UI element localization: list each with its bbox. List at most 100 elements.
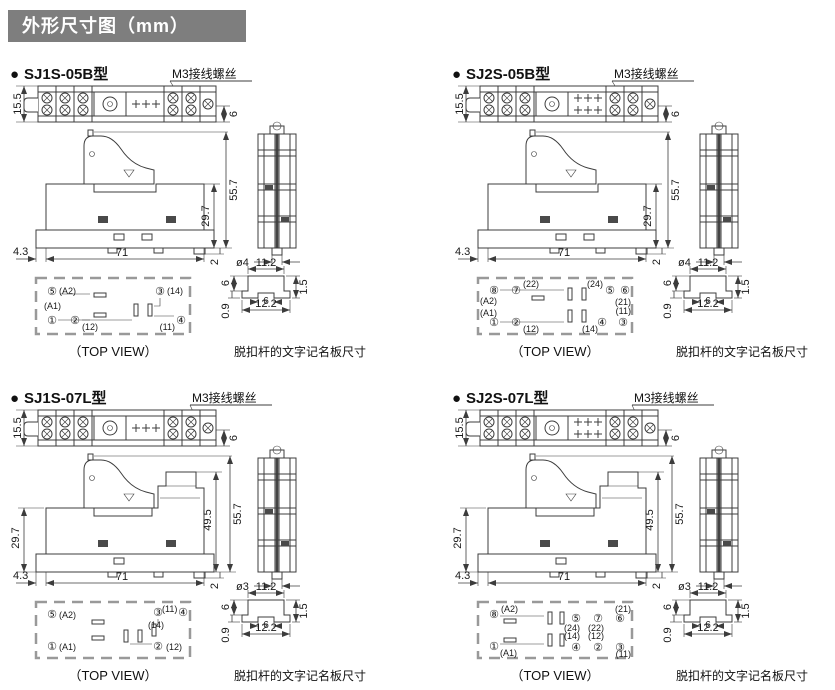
plate-bottom-width: 12.2 xyxy=(255,298,276,310)
terminal-label: (14) xyxy=(148,620,164,630)
dim-body-height: 29.7 xyxy=(452,527,464,548)
dim-strip-edge: 6 xyxy=(670,435,682,441)
dim-strip-edge: 6 xyxy=(228,435,240,441)
plate-top-width: 11.2 xyxy=(698,257,719,269)
dim-strip-height: 15.5 xyxy=(12,417,24,438)
terminal-label: (12) xyxy=(588,631,604,641)
terminal-sym: ① xyxy=(489,317,499,329)
dim-body-height: 29.7 xyxy=(10,527,22,548)
terminal-sym: ④ xyxy=(176,315,186,327)
terminal-label: (12) xyxy=(82,322,98,332)
drawing-sj2s-07l: ● SJ2S-07L型 M3接线螺丝 15.5 6 29.7 49.5 55.7… xyxy=(452,389,808,683)
bullet-icon: ● xyxy=(452,390,461,407)
front-view: ø4 xyxy=(236,122,300,269)
terminal-label: (A1) xyxy=(480,308,497,318)
plate-left-height: 6 xyxy=(220,280,232,286)
top-view-caption: （TOP VIEW） xyxy=(68,344,157,359)
plate-left-lower: 0.9 xyxy=(220,627,232,642)
top-strip-view: 15.5 6 xyxy=(454,410,682,446)
side-view: 29.7 55.7 71 4.3 2 xyxy=(455,129,682,265)
dim-width: 71 xyxy=(558,247,570,259)
top-view: ⑤ (A2) (A1) ① ② (12) ③ (14) ④ (11) （TOP … xyxy=(34,276,192,359)
screw-label: M3接线螺丝 xyxy=(192,390,257,405)
plate-right-height: 1.5 xyxy=(740,279,752,294)
top-view-caption: （TOP VIEW） xyxy=(510,668,599,683)
dim-strip-height: 15.5 xyxy=(12,93,24,114)
front-view: ø3 xyxy=(678,446,742,593)
quadrant-sj2s-07l: ● SJ2S-07L型 M3接线螺丝 15.5 6 29.7 49.5 55.7… xyxy=(450,388,835,688)
screw-label: M3接线螺丝 xyxy=(634,390,699,405)
model-name: SJ2S-07L型 xyxy=(466,389,549,407)
dim-overall-height: 55.7 xyxy=(670,179,682,200)
side-view: 29.7 49.5 55.7 71 4.3 2 xyxy=(452,453,686,589)
top-view-caption: （TOP VIEW） xyxy=(68,668,157,683)
top-strip-view: 15.5 6 xyxy=(12,410,240,446)
bullet-icon: ● xyxy=(10,390,19,407)
terminal-label: (22) xyxy=(588,623,604,633)
plate-left-height: 6 xyxy=(220,604,232,610)
screw-label: M3接线螺丝 xyxy=(614,66,679,81)
top-view-outline xyxy=(476,276,634,336)
terminal-label: (11) xyxy=(162,604,177,614)
top-view: ⑤ (A2) ① (A1) ③ (14) (11) ④ ② (12) （TOP … xyxy=(34,600,192,683)
top-view: ⑧ (A2) ⑦ (22) (24) ⑤ ⑥ (21) (A1) ① ② (12… xyxy=(476,276,634,359)
plate-caption: 脱扣杆的文字记名板尺寸 xyxy=(676,344,808,359)
dim-width: 71 xyxy=(558,571,570,583)
terminal-label: (12) xyxy=(166,642,182,652)
top-view: ⑧ (A2) ① (A1) ⑤ ⑦ ⑥ (21) (24) (22) (14) … xyxy=(476,600,634,683)
bullet-icon: ● xyxy=(452,66,461,83)
top-view-outline xyxy=(476,600,634,660)
dim-lever-height: 49.5 xyxy=(202,509,214,530)
terminal-sym: ⑥ xyxy=(620,285,630,297)
plate-caption: 脱扣杆的文字记名板尺寸 xyxy=(676,668,808,683)
model-name: SJ1S-07L型 xyxy=(24,389,107,407)
terminal-sym: ⑧ xyxy=(489,285,499,297)
dim-hole-dia: ø4 xyxy=(678,257,691,269)
dim-strip-edge: 6 xyxy=(228,111,240,117)
plate-top-width: 11.2 xyxy=(698,581,719,593)
plate-inner-width: 6 xyxy=(263,296,269,307)
plate-detail: 11.2 6 0.9 6 12.2 1.5 脱扣杆的文字记名板尺寸 xyxy=(662,257,808,359)
top-view-outline xyxy=(34,600,192,660)
plate-top-width: 11.2 xyxy=(256,581,277,593)
drawing-sj2s-05b: ● SJ2S-05B型 M3接线螺丝 15.5 6 29.7 55.7 71 4… xyxy=(452,65,808,359)
terminal-label: (24) xyxy=(587,279,603,289)
quadrant-sj2s-05b: ● SJ2S-05B型 M3接线螺丝 15.5 6 29.7 55.7 71 4… xyxy=(450,64,835,364)
top-view-outline xyxy=(34,276,192,336)
terminal-label: (A1) xyxy=(59,642,76,652)
terminal-sym: ③ xyxy=(153,607,163,619)
plate-bottom-width: 12.2 xyxy=(697,622,718,634)
bullet-icon: ● xyxy=(10,66,19,83)
screw-callout: M3接线螺丝 xyxy=(611,66,694,95)
dim-overall-height: 55.7 xyxy=(228,179,240,200)
plate-inner-width: 6 xyxy=(263,620,269,631)
terminal-label: (A2) xyxy=(59,610,76,620)
dim-strip-height: 15.5 xyxy=(454,417,466,438)
terminal-sym: ④ xyxy=(178,607,188,619)
dim-left-offset: 4.3 xyxy=(455,570,470,582)
plate-top-width: 11.2 xyxy=(256,257,277,269)
plate-detail: 11.2 6 0.9 6 12.2 1.5 脱扣杆的文字记名板尺寸 xyxy=(662,581,808,683)
terminal-sym: ⑥ xyxy=(615,613,625,625)
plate-right-height: 1.5 xyxy=(298,279,310,294)
top-strip-view: 15.5 6 xyxy=(454,86,682,122)
dim-hole-dia: ø3 xyxy=(236,581,249,593)
screw-label: M3接线螺丝 xyxy=(172,66,237,81)
terminal-label: (11) xyxy=(616,649,631,659)
side-view: 29.7 55.7 71 4.3 2 xyxy=(13,129,240,265)
dim-overall-height: 55.7 xyxy=(674,503,686,524)
dim-body-height: 29.7 xyxy=(642,205,654,226)
terminal-label: (24) xyxy=(564,623,580,633)
terminal-sym: ① xyxy=(47,315,57,327)
terminal-label: (A1) xyxy=(44,301,61,311)
plate-inner-width: 6 xyxy=(705,620,711,631)
terminal-label: (22) xyxy=(523,279,539,289)
plate-caption: 脱扣杆的文字记名板尺寸 xyxy=(234,668,366,683)
model-name: SJ1S-05B型 xyxy=(24,65,108,83)
terminal-sym: ③ xyxy=(615,642,625,654)
dim-strip-edge: 6 xyxy=(670,111,682,117)
dim-width: 71 xyxy=(116,571,128,583)
terminal-sym: ⑤ xyxy=(605,285,615,297)
model-name: SJ2S-05B型 xyxy=(466,65,550,83)
terminal-sym: ⑦ xyxy=(511,285,521,297)
